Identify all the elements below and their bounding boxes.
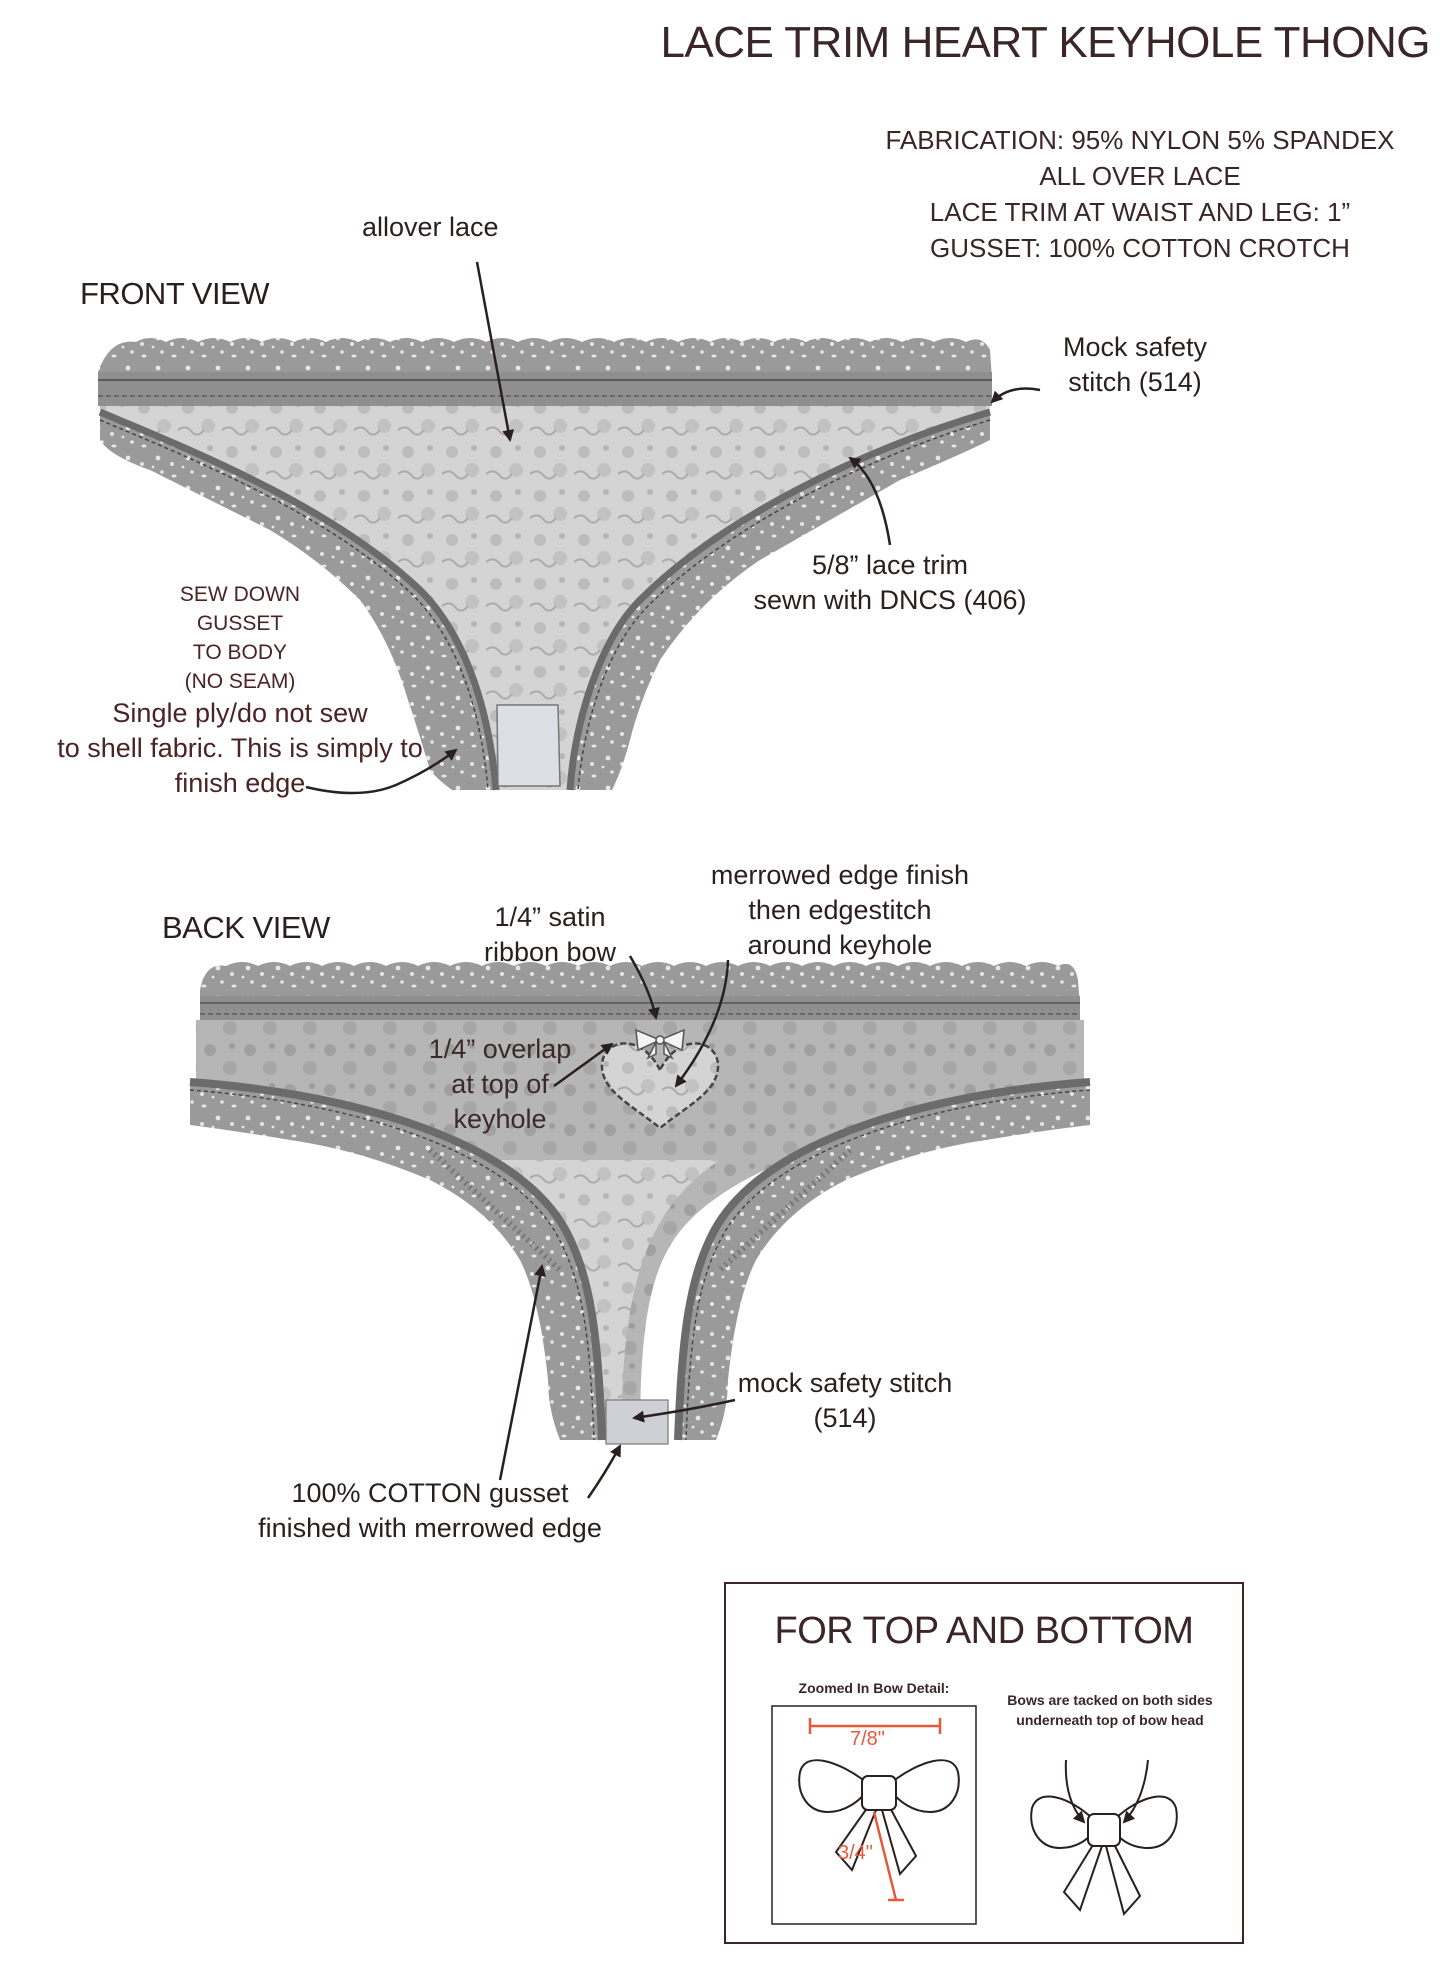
merrowed-edge-label: merrowed edge finish then edgestitch aro… [690, 858, 990, 963]
bow-detail-box [724, 1582, 1244, 1944]
back-view-label: BACK VIEW [162, 910, 330, 945]
cotton-gusset-line-2: finished with merrowed edge [258, 1513, 602, 1543]
lace-trim-line-2: sewn with DNCS (406) [753, 585, 1027, 615]
back-mock-safety-label: mock safety stitch (514) [720, 1366, 970, 1436]
spec-gusset: GUSSET: 100% COTTON CROTCH [930, 233, 1350, 263]
single-ply-line-2: to shell fabric. This is simply to [57, 733, 423, 763]
overlap-line-1: 1/4” overlap [428, 1034, 572, 1064]
overlap-label: 1/4” overlap at top of keyhole [410, 1032, 590, 1137]
sew-down-line-2: GUSSET [196, 612, 284, 635]
single-ply-note: Single ply/do not sew to shell fabric. T… [40, 696, 440, 801]
merrowed-line-2: then edgestitch [748, 895, 932, 925]
allover-lace-label: allover lace [362, 212, 499, 242]
bow-width-dimension: 7/8" [850, 1728, 885, 1750]
cotton-gusset-label: 100% COTTON gusset finished with merrowe… [230, 1476, 630, 1546]
mock-safety-stitch-label: Mock safety stitch (514) [1010, 330, 1260, 400]
bow-box-title: FOR TOP AND BOTTOM [774, 1610, 1194, 1652]
front-view-garment [98, 338, 992, 791]
sew-down-line-3: TO BODY [192, 641, 288, 664]
merrowed-line-1: merrowed edge finish [710, 860, 970, 890]
front-view-label: FRONT VIEW [80, 276, 270, 311]
zoom-bow-label: Zoomed In Bow Detail: [798, 1680, 950, 1696]
spec-fabrication: FABRICATION: 95% NYLON 5% SPANDEX [885, 125, 1395, 155]
sew-down-line-1: SEW DOWN [179, 583, 301, 606]
zoomed-bow-detail [771, 1705, 977, 1925]
bow-tack-note: Bows are tacked on both sides underneath… [990, 1690, 1230, 1730]
ribbon-bow-line-2: ribbon bow [483, 937, 617, 967]
spec-allover-lace: ALL OVER LACE [1039, 161, 1241, 191]
fabrication-specs: FABRICATION: 95% NYLON 5% SPANDEX ALL OV… [860, 122, 1420, 266]
single-ply-line-1: Single ply/do not sew [112, 698, 368, 728]
cotton-gusset-line-1: 100% COTTON gusset [291, 1478, 569, 1508]
tack-note-line-2: underneath top of bow head [1016, 1712, 1204, 1728]
lace-trim-line-1: 5/8” lace trim [811, 550, 969, 580]
back-view-garment [189, 962, 1091, 1445]
sew-down-line-4: (NO SEAM) [184, 670, 296, 693]
bow-length-dimension: 3/4" [838, 1842, 873, 1864]
sew-down-gusset-note: SEW DOWN GUSSET TO BODY (NO SEAM) [160, 580, 320, 696]
tacked-bow [1030, 1759, 1178, 1917]
mock-safety-line-2: stitch (514) [1068, 367, 1202, 397]
back-annotation-arrows [498, 955, 736, 1499]
back-mock-safety-line-2: (514) [813, 1403, 877, 1433]
single-ply-line-3: finish edge [174, 768, 306, 798]
mock-safety-line-1: Mock safety [1062, 332, 1208, 362]
merrowed-line-3: around keyhole [747, 930, 933, 960]
tack-note-line-1: Bows are tacked on both sides [1007, 1692, 1213, 1708]
lace-trim-label: 5/8” lace trim sewn with DNCS (406) [720, 548, 1060, 618]
spec-lace-trim: LACE TRIM AT WAIST AND LEG: 1” [929, 197, 1351, 227]
overlap-line-2: at top of [451, 1069, 549, 1099]
ribbon-bow-label: 1/4” satin ribbon bow [460, 900, 640, 970]
front-annotation-arrows [305, 261, 1041, 795]
ribbon-bow-line-1: 1/4” satin [494, 902, 606, 932]
back-mock-safety-line-1: mock safety stitch [737, 1368, 953, 1398]
overlap-line-3: keyhole [453, 1104, 547, 1134]
page-title: LACE TRIM HEART KEYHOLE THONG [660, 18, 1430, 67]
